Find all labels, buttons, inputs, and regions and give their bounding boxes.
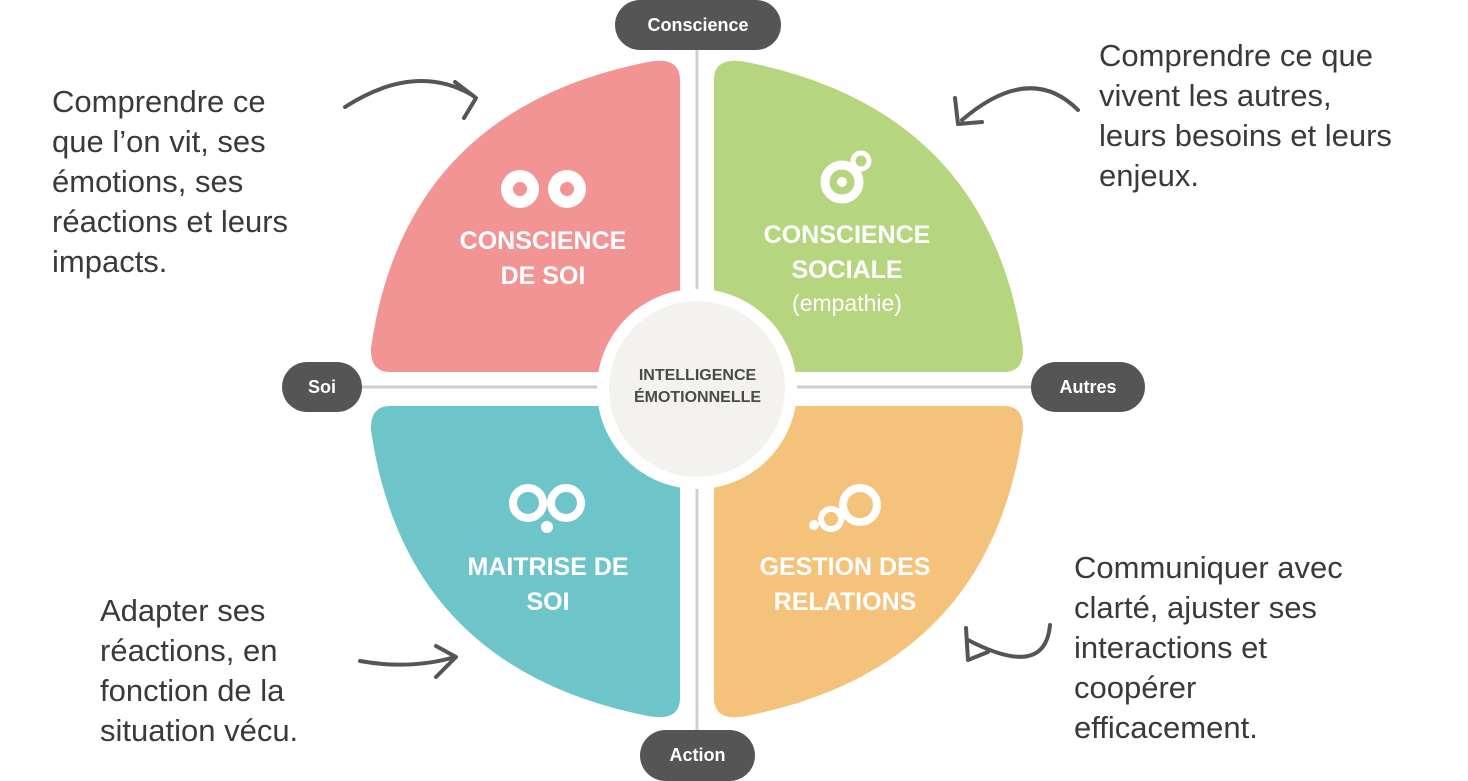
description-gestion-des-relations: Communiquer avec clarté, ajuster ses int… bbox=[1074, 548, 1343, 748]
description-maitrise-de-soi: Adapter ses réactions, en fonction de la… bbox=[100, 591, 298, 751]
description-line: émotions, ses bbox=[52, 164, 244, 199]
title-line: RELATIONS bbox=[773, 588, 917, 616]
center-label-line2: ÉMOTIONNELLE bbox=[633, 389, 762, 406]
quadrant-conscience-sociale bbox=[714, 60, 1024, 373]
description-line: coopérer bbox=[1074, 670, 1197, 705]
arrow-bottom-left bbox=[358, 644, 458, 679]
title-line: CONSCIENCE bbox=[763, 221, 931, 249]
description-line: que l’on vit, ses bbox=[52, 124, 266, 159]
description-line: Comprendre ce bbox=[52, 84, 266, 119]
axis-label-autres: Autres bbox=[1031, 362, 1145, 412]
description-line: impacts. bbox=[52, 244, 168, 279]
description-line: réactions et leurs bbox=[52, 204, 289, 239]
title-conscience-sociale: CONSCIENCE SOCIALE bbox=[737, 218, 957, 288]
quadrant-gestion-des-relations bbox=[714, 406, 1024, 718]
title-line: MAITRISE DE bbox=[467, 553, 629, 581]
description-line: réactions, en bbox=[100, 633, 278, 668]
arrow-top-left bbox=[343, 79, 478, 120]
center-label: INTELLIGENCE ÉMOTIONNELLE bbox=[610, 365, 785, 409]
description-conscience-de-soi: Comprendre ce que l’on vit, ses émotions… bbox=[52, 82, 288, 282]
arrow-top-right bbox=[953, 86, 1080, 126]
description-line: clarté, ajuster ses bbox=[1074, 590, 1317, 625]
description-line: enjeux. bbox=[1099, 158, 1199, 193]
axis-label-conscience: Conscience bbox=[615, 0, 781, 50]
description-line: Communiquer avec bbox=[1074, 550, 1343, 585]
description-conscience-sociale: Comprendre ce que vivent les autres, leu… bbox=[1099, 36, 1392, 196]
quadrant-maitrise-de-soi bbox=[370, 406, 680, 718]
description-line: Comprendre ce que bbox=[1099, 38, 1373, 73]
title-line: SOI bbox=[526, 588, 570, 616]
center-label-line1: INTELLIGENCE bbox=[638, 367, 757, 384]
title-line: SOCIALE bbox=[791, 256, 903, 284]
title-line: CONSCIENCE bbox=[459, 227, 627, 255]
title-gestion-des-relations: GESTION DES RELATIONS bbox=[735, 550, 955, 620]
description-line: interactions et bbox=[1074, 630, 1267, 665]
axis-label-soi: Soi bbox=[282, 362, 362, 412]
description-line: situation vécu. bbox=[100, 713, 299, 748]
center-circle bbox=[609, 301, 785, 477]
circle-bubble-icon bbox=[820, 150, 872, 204]
description-line: leurs besoins et leurs bbox=[1099, 118, 1392, 153]
title-line: DE SOI bbox=[500, 262, 586, 290]
glasses-icon bbox=[509, 484, 585, 533]
title-maitrise-de-soi: MAITRISE DE SOI bbox=[438, 550, 658, 620]
two-eyes-icon bbox=[501, 170, 586, 208]
arrow-bottom-right bbox=[964, 623, 1052, 662]
linked-circles-icon bbox=[809, 484, 881, 532]
subtitle-empathie: (empathie) bbox=[792, 290, 902, 316]
description-line: Adapter ses bbox=[100, 593, 266, 628]
title-line: GESTION DES bbox=[759, 553, 931, 581]
quadrant-conscience-de-soi bbox=[370, 60, 680, 373]
description-line: fonction de la bbox=[100, 673, 285, 708]
description-line: vivent les autres, bbox=[1099, 78, 1332, 113]
axis-label-action: Action bbox=[640, 730, 755, 781]
title-conscience-de-soi: CONSCIENCE DE SOI bbox=[433, 224, 653, 294]
description-line: efficacement. bbox=[1074, 710, 1258, 745]
